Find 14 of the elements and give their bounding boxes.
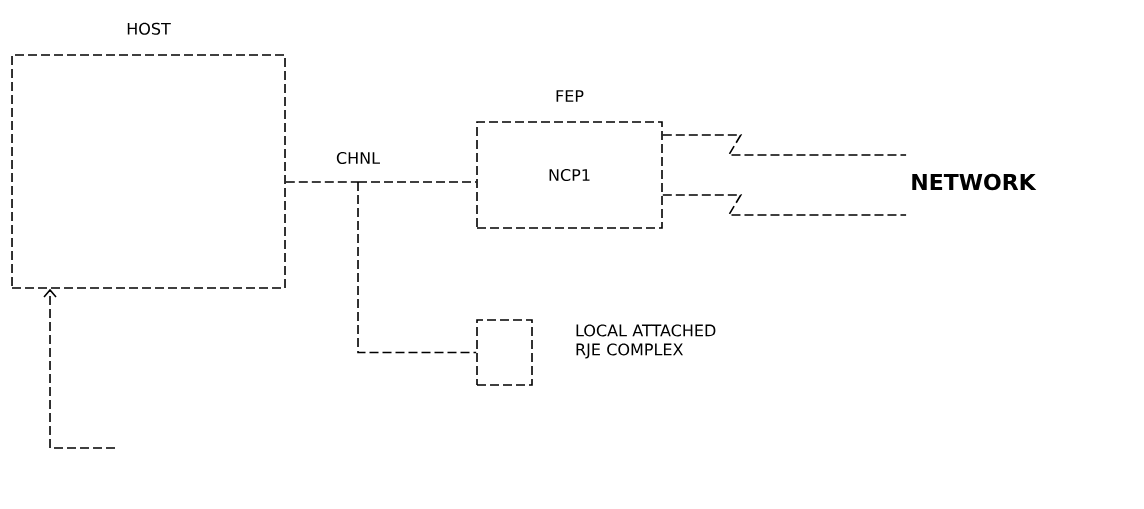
connector-line	[43, 288, 116, 449]
channel-label: CHNL	[336, 151, 380, 164]
node-label: FEP	[556, 90, 584, 102]
connector-line	[285, 181, 359, 183]
process-box: HOST	[11, 22, 286, 289]
connector-line	[357, 181, 477, 183]
process-box: FEP NCP1	[476, 90, 663, 229]
node-label: HOST	[127, 22, 171, 35]
connector-line	[662, 194, 907, 216]
caption-text: LOCAL ATTACHED RJE COMPLEX	[576, 324, 716, 359]
terminal-box	[476, 319, 533, 386]
connector-line	[662, 134, 907, 156]
network-label: NETWORK	[912, 173, 1037, 191]
connector-line	[357, 181, 477, 354]
